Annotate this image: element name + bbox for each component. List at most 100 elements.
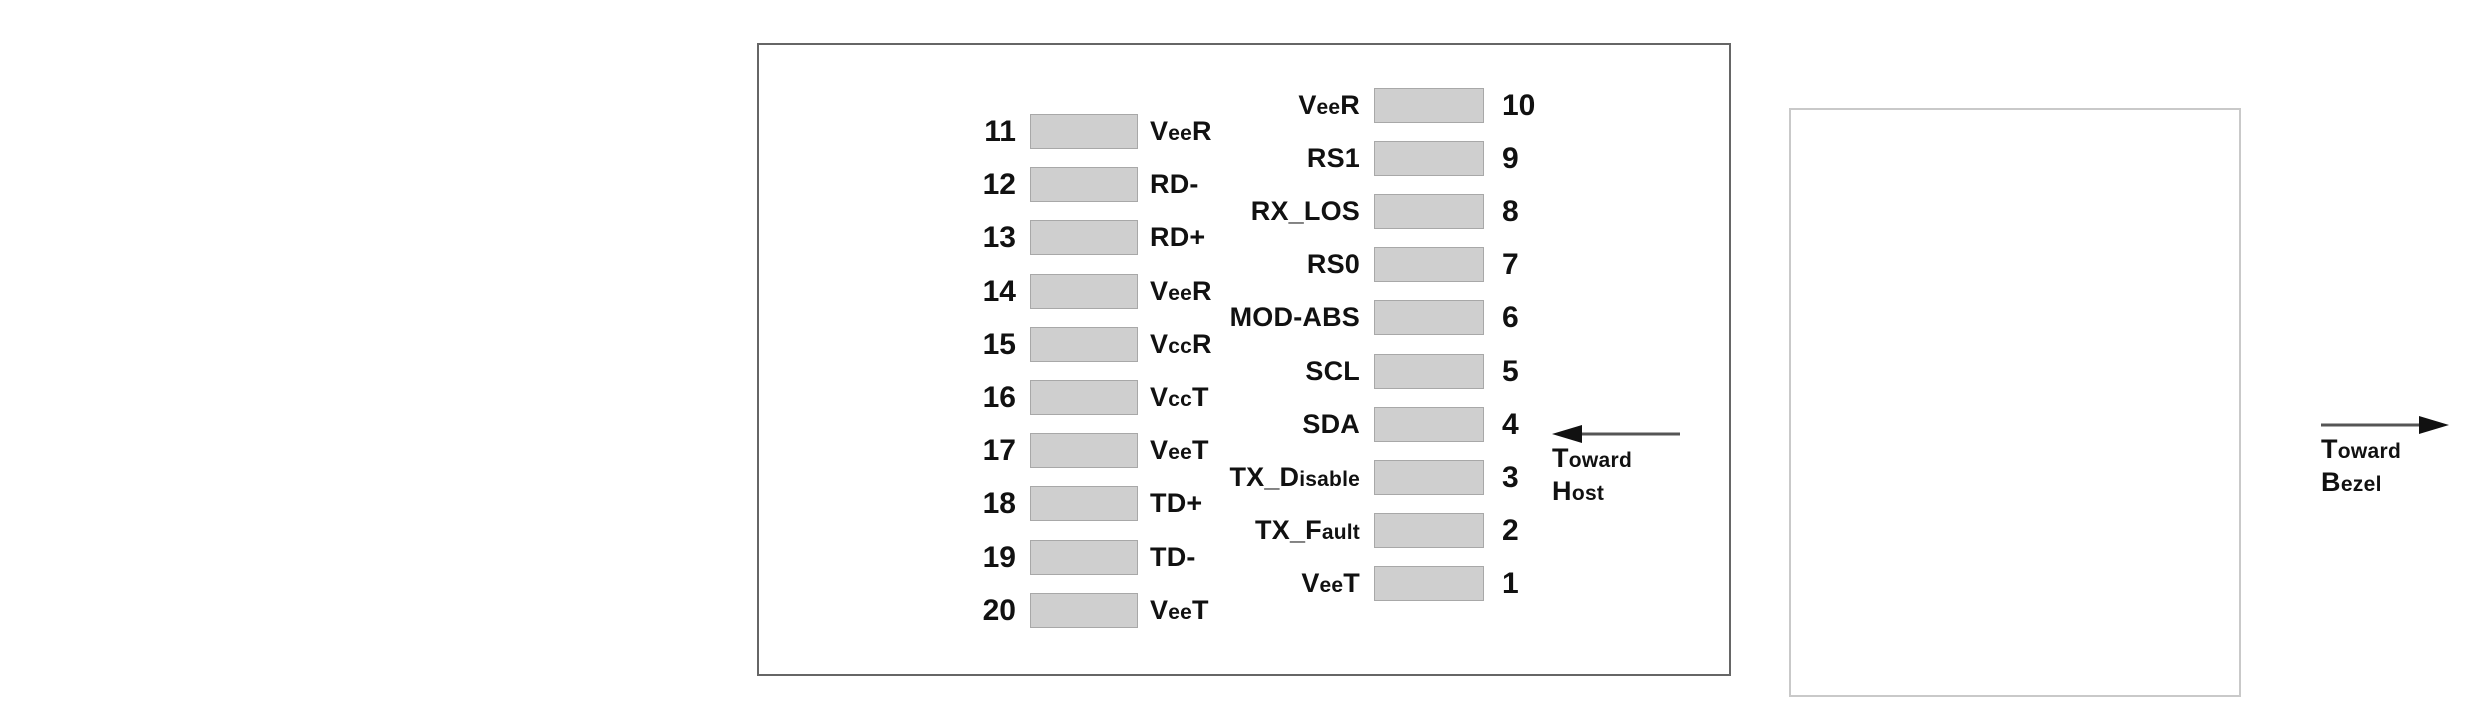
pin-number-15: 15: [982, 327, 1016, 361]
direction-label-host-line2-smallcaps: ost: [1571, 482, 1605, 505]
signal-label-pin-15: VccR: [1150, 327, 1212, 364]
signal-label-suffix: T: [1191, 382, 1209, 412]
pin-number-19: 19: [982, 540, 1016, 574]
direction-label-host-line1-cap: T: [1552, 443, 1569, 473]
direction-label-bezel-line1-smallcaps: oward: [2337, 440, 2402, 463]
pin-number-18: 18: [982, 487, 1016, 521]
signal-label-main: RS0: [1306, 249, 1360, 280]
contact-pad-10: [1374, 87, 1484, 123]
signal-label-pin-9: RS1: [1092, 141, 1360, 176]
direction-annotation-host: Toward Host: [1552, 425, 1680, 509]
signal-label-pin-12: RD-: [1150, 167, 1199, 202]
pin-number-13: 13: [982, 221, 1016, 255]
signal-label-main: RS1: [1306, 142, 1360, 173]
contact-pad-15: [1030, 326, 1138, 362]
signal-label-pin-10: VeeR: [1092, 88, 1360, 125]
arrow-left-icon: [1552, 425, 1680, 443]
contact-pad-3: [1374, 459, 1484, 495]
signal-label-pin-2: TX_Fault: [1092, 513, 1360, 550]
contact-pad-20: [1030, 592, 1138, 628]
pin-number-11: 11: [984, 115, 1016, 148]
signal-label-pin-20: VeeT: [1150, 593, 1209, 630]
pin-number-3: 3: [1502, 460, 1519, 494]
pin-number-7: 7: [1502, 248, 1519, 282]
pin-number-2: 2: [1502, 514, 1519, 548]
signal-label-main: V: [1298, 89, 1317, 120]
direction-label-host-line1: Toward: [1552, 443, 1680, 476]
signal-label-main: SDA: [1302, 408, 1360, 439]
signal-label-suffix: R: [1191, 116, 1212, 146]
signal-label-suffix: R: [1340, 89, 1360, 120]
signal-label-main: RD+: [1150, 222, 1206, 253]
contact-pad-9: [1374, 140, 1484, 176]
signal-label-main: MOD-ABS: [1229, 302, 1360, 333]
pin-number-17: 17: [982, 434, 1016, 468]
direction-label-host-line2-cap: H: [1552, 476, 1572, 506]
signal-label-pin-8: RX_LOS: [1092, 194, 1360, 229]
direction-label-host-line1-smallcaps: oward: [1568, 449, 1633, 472]
signal-label-main: V: [1150, 328, 1169, 359]
signal-label-suffix: T: [1343, 568, 1360, 599]
signal-label-pin-5: SCL: [1092, 354, 1360, 389]
signal-label-main: V: [1150, 594, 1169, 625]
signal-label-pin-18: TD+: [1150, 486, 1202, 521]
signal-label-main: RX_LOS: [1250, 195, 1360, 226]
pin-number-20: 20: [982, 593, 1016, 627]
signal-label-smallcaps: ee: [1168, 281, 1192, 305]
signal-label-suffix: T: [1191, 594, 1209, 625]
signal-label-main: V: [1301, 568, 1320, 599]
signal-label-pin-14: VeeR: [1150, 274, 1212, 311]
direction-label-host-line2: Host: [1552, 476, 1680, 509]
contact-pad-6: [1374, 300, 1484, 336]
contact-pad-13: [1030, 220, 1138, 256]
pin-number-14: 14: [982, 274, 1016, 308]
signal-label-main: RD-: [1150, 169, 1199, 200]
signal-label-pin-3: TX_Disable: [1092, 460, 1360, 497]
signal-label-suffix: R: [1191, 328, 1212, 359]
contact-pad-4: [1374, 406, 1484, 442]
signal-label-suffix: R: [1191, 275, 1212, 306]
contact-pad-18: [1030, 486, 1138, 522]
direction-label-bezel-line2-cap: B: [2321, 467, 2341, 497]
signal-label-main: TD+: [1150, 488, 1203, 519]
pin-number-16: 16: [982, 381, 1016, 414]
signal-label-pin-16: VccT: [1150, 380, 1209, 417]
signal-label-smallcaps: ee: [1316, 95, 1341, 119]
signal-label-main: V: [1150, 116, 1169, 146]
contact-pad-19: [1030, 539, 1138, 575]
direction-label-bezel-line2-smallcaps: ezel: [2340, 473, 2382, 496]
direction-label-bezel-line1: Toward: [2321, 434, 2449, 467]
connector-body: [1789, 108, 2241, 697]
signal-label-main: TX_D: [1229, 461, 1300, 492]
pin-number-1: 1: [1502, 567, 1519, 601]
contact-pad-2: [1374, 513, 1484, 549]
direction-label-bezel-line1-cap: T: [2321, 434, 2338, 464]
signal-label-main: V: [1150, 275, 1169, 306]
contact-pad-7: [1374, 247, 1484, 283]
signal-label-main: V: [1150, 435, 1169, 466]
signal-label-smallcaps: ee: [1319, 574, 1344, 598]
signal-label-main: TX_F: [1255, 515, 1322, 546]
contact-pad-8: [1374, 193, 1484, 229]
signal-label-pin-6: MOD-ABS: [1092, 300, 1360, 335]
contact-pad-17: [1030, 433, 1138, 469]
signal-label-suffix: T: [1191, 435, 1209, 466]
signal-label-smallcaps: ault: [1321, 521, 1360, 545]
pin-number-6: 6: [1502, 301, 1519, 335]
pin-number-9: 9: [1502, 141, 1519, 175]
pin-number-12: 12: [982, 168, 1016, 202]
pin-number-8: 8: [1502, 194, 1519, 228]
signal-label-pin-13: RD+: [1150, 220, 1205, 255]
signal-label-pin-1: VeeT: [1092, 566, 1360, 603]
direction-label-bezel-line2: Bezel: [2321, 467, 2449, 500]
signal-label-pin-4: SDA: [1092, 407, 1360, 442]
signal-label-smallcaps: isable: [1299, 467, 1360, 491]
signal-label-pin-19: TD-: [1150, 540, 1196, 575]
signal-label-main: V: [1150, 382, 1169, 412]
signal-label-pin-7: RS0: [1092, 247, 1360, 282]
signal-label-smallcaps: ee: [1168, 122, 1192, 145]
signal-label-main: SCL: [1305, 355, 1360, 386]
signal-label-smallcaps: ee: [1168, 441, 1192, 465]
contact-pad-11: [1030, 114, 1138, 149]
